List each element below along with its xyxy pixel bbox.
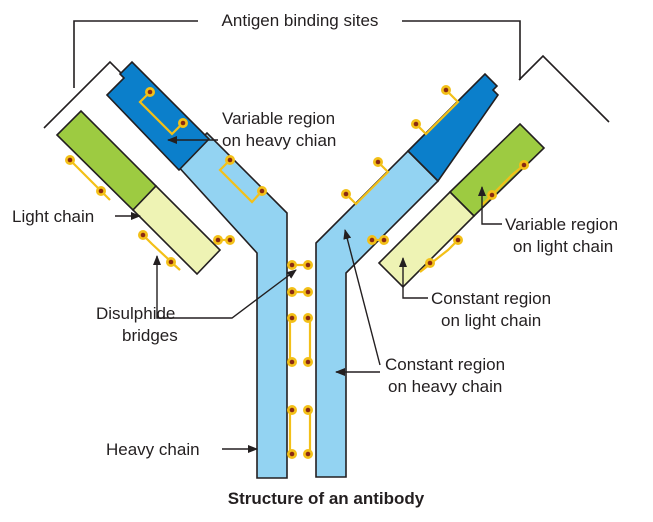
bond-dot-center	[147, 89, 153, 95]
bond-dot-center	[443, 87, 449, 93]
bond-dot-center	[427, 260, 433, 266]
disulphide-bonds	[65, 85, 529, 459]
label-variable-heavy-1: Variable region	[222, 109, 335, 128]
bond-dot-center	[305, 315, 311, 321]
bond-dot-center	[140, 232, 146, 238]
bond-dot-center	[305, 359, 311, 365]
label-constant-heavy-1: Constant region	[385, 355, 505, 374]
label-heavy-chain: Heavy chain	[106, 440, 200, 459]
bond-dot-center	[227, 237, 233, 243]
bond-dot-center	[455, 237, 461, 243]
variable-region-heavy-right	[406, 72, 500, 183]
disulphide-bond	[142, 234, 181, 271]
bond-dot-center	[381, 237, 387, 243]
bond-dot-center	[289, 289, 295, 295]
disulphide-bond	[288, 408, 296, 456]
bond-dot-center	[521, 162, 527, 168]
bond-dot-center	[168, 259, 174, 265]
label-constant-light-2: on light chain	[441, 311, 541, 330]
bond-dot-center	[413, 121, 419, 127]
disulphide-bond	[288, 316, 296, 364]
disulphide-bond	[304, 316, 312, 364]
bond-dot-center	[289, 315, 295, 321]
label-variable-heavy-2: on heavy chian	[222, 131, 336, 150]
bond-dot-center	[305, 451, 311, 457]
label-constant-light-1: Constant region	[431, 289, 551, 308]
disulphide-bond	[218, 159, 263, 204]
left-light-chain	[55, 109, 222, 276]
bond-dot-center	[67, 157, 73, 163]
label-antigen-binding-sites: Antigen binding sites	[222, 11, 379, 30]
diagram-caption: Structure of an antibody	[228, 489, 425, 508]
disulphide-bond	[481, 164, 525, 206]
label-variable-light-1: Variable region	[505, 215, 618, 234]
bond-dot-center	[305, 289, 311, 295]
bond-dot-center	[289, 359, 295, 365]
bond-dot-center	[369, 237, 375, 243]
label-disulphide-2: bridges	[122, 326, 178, 345]
bond-dot-center	[289, 451, 295, 457]
bond-dot-center	[180, 120, 186, 126]
disulphide-bond	[345, 161, 390, 206]
disulphide-bond	[138, 91, 184, 136]
bond-dot-center	[343, 191, 349, 197]
bond-dot-center	[489, 192, 495, 198]
bond-dot-center	[98, 188, 104, 194]
bond-dot-center	[215, 237, 221, 243]
labels: Antigen binding sites Variable region on…	[12, 11, 618, 508]
bond-dot-center	[305, 407, 311, 413]
leader-lines	[115, 136, 502, 453]
bond-dot-center	[289, 262, 295, 268]
left-heavy-chain-arm	[105, 60, 288, 479]
label-light-chain: Light chain	[12, 207, 94, 226]
disulphide-bond	[415, 89, 460, 136]
variable-region-heavy-left	[105, 60, 211, 172]
constant-region-light-left	[131, 184, 222, 276]
label-constant-heavy-2: on heavy chain	[388, 377, 502, 396]
disulphide-bond	[69, 159, 111, 201]
bond-dot-center	[375, 159, 381, 165]
bond-dot-center	[227, 157, 233, 163]
label-disulphide-1: Disulphide	[96, 304, 175, 323]
bond-dot-center	[259, 188, 265, 194]
antigen-binding-bracket	[43, 20, 610, 129]
label-variable-light-2: on light chain	[513, 237, 613, 256]
bond-dot-center	[289, 407, 295, 413]
disulphide-bond	[304, 408, 312, 456]
bond-dot-center	[305, 262, 311, 268]
